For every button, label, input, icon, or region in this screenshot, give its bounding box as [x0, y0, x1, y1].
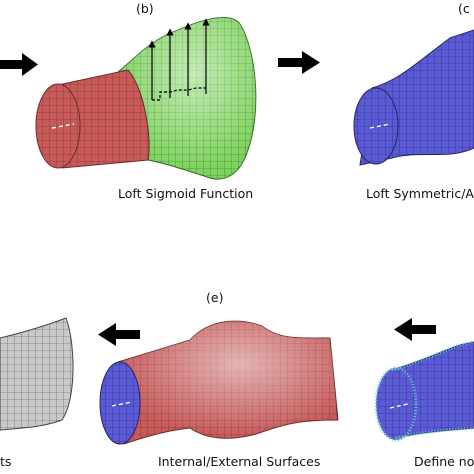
panel-b-caption: Loft Sigmoid Function — [118, 186, 254, 201]
arrow-e-to-f — [98, 323, 140, 346]
red-cylinder-opening — [35, 83, 81, 169]
gray-mesh-surface — [0, 317, 74, 431]
panel-c-letter: (c — [458, 1, 470, 16]
panel-d-caption: Define no — [414, 454, 474, 469]
panel-f-caption: ts — [0, 454, 12, 469]
panel-c-geometry — [353, 29, 474, 166]
panel-b-geometry — [35, 17, 257, 180]
panel-f-geometry — [0, 317, 74, 431]
panel-e-letter: (e) — [206, 290, 224, 305]
blue-nodes-opening — [374, 366, 418, 442]
inner-blue-opening — [99, 361, 141, 445]
panel-e-caption: Internal/External Surfaces — [158, 454, 321, 469]
arrow-into-b — [0, 53, 38, 76]
panel-d-geometry — [374, 340, 474, 442]
panel-c-caption: Loft Symmetric/A — [366, 186, 474, 201]
blue-loft-opening — [353, 87, 399, 165]
panel-b-letter: (b) — [136, 1, 154, 16]
panel-e-geometry — [99, 320, 339, 445]
loft-direction-arrows — [148, 18, 210, 101]
arrow-d-to-e — [394, 318, 436, 341]
red-cylinder-surface — [57, 69, 150, 169]
arrow-b-to-c — [278, 51, 320, 74]
